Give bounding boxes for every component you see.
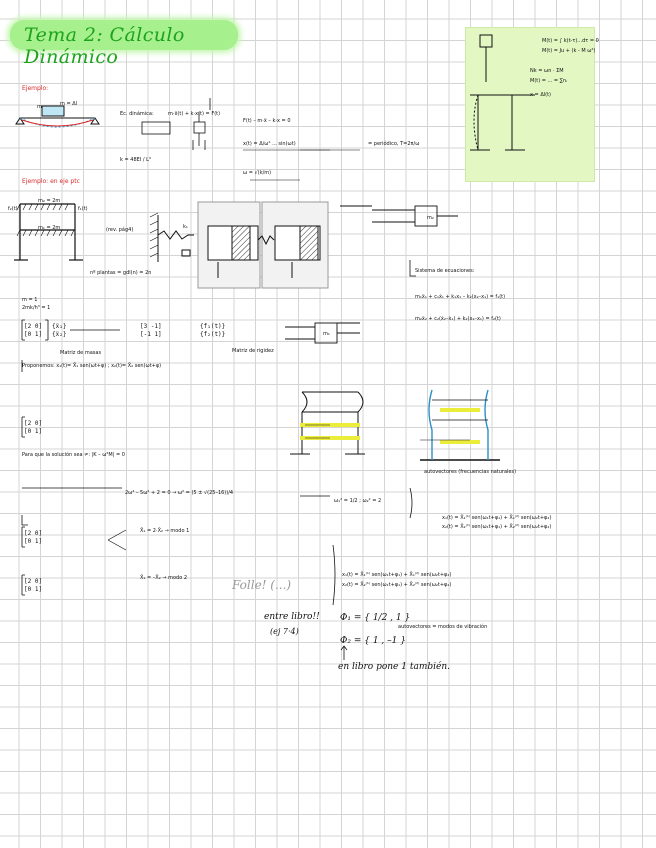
mode-shape-1: [290, 391, 365, 455]
omega-formula: ω = √(k/m): [243, 170, 272, 176]
stiffness-matrix: [3 -1] [-1 1]: [140, 323, 162, 338]
ejemplo-label: Ejemplo:: [22, 85, 49, 92]
mode2-matrix: [2 0] [0 1]: [24, 578, 43, 593]
general-solution-2: x₂(t) = X̄₂⁽¹⁾ sen(ω₁t+φ₁) + X̄₂⁽²⁾ sen(…: [342, 582, 452, 588]
modal-caption: autovectores (frecuencias naturales): [424, 469, 517, 475]
force-vector: {f₁(t)} {f₂(t)}: [200, 323, 226, 338]
phi1-vector: Φ₁ = { 1/2 , 1 }: [340, 613, 411, 623]
rigidez-note: nº plantas = gdl(n) = 2n: [90, 270, 152, 276]
spring-mass-chain: [149, 201, 329, 289]
det-condition: Para que la solución sea ≠: |K – ω²M| = …: [22, 452, 125, 458]
ej-note: (ej 7·4): [270, 627, 299, 636]
mass-matrix-label: Matriz de masas: [60, 350, 102, 356]
force-f2-right: f₁(t): [78, 206, 88, 212]
mass-m2: m₂ = 2m: [38, 198, 61, 204]
accel-vector: {ẍ₁} {ẍ₂}: [52, 323, 67, 338]
mass-spring-sketch: [141, 98, 211, 150]
page-title-highlight: Tema 2: Cálculo Dinámico: [10, 20, 238, 68]
m-note: m = 1: [22, 297, 38, 303]
general-solution-1: x₁(t) = X̄₁⁽¹⁾ sen(ω₁t+φ₁) + X̄₁⁽²⁾ sen(…: [342, 572, 452, 578]
forces-formula: F(t) – m·ẍ – k·x = 0: [243, 118, 291, 124]
note-line: M(t) = Ju + (k - M ω²): [542, 48, 596, 54]
ec-dinamica-label: Ec. dinámica:: [120, 111, 154, 117]
proponemos-note: Proponemos: x₁(t)= X̄₁ sen(ωt+φ) ; x₂(t)…: [22, 363, 162, 369]
ratio-note: 2mk/h³ = 1: [22, 305, 51, 311]
mass-note: m = Δl: [60, 101, 78, 107]
free-body-m1: [285, 322, 360, 344]
det-matrix: [2 0] [0 1]: [24, 420, 43, 435]
mode1-matrix: [2 0] [0 1]: [24, 530, 43, 545]
eigen-equation: 2ω⁴ – 5ω² + 2 = 0 → ω² = (5 ± √(25–16))/…: [125, 490, 234, 496]
mode-shapes-1: x₁(t) = X̄₁⁽¹⁾ sen(ω₁t+φ₁) + X̄₁⁽²⁾ sen(…: [442, 515, 552, 521]
block-m2-fbd: m₂: [427, 215, 434, 221]
ejemplo2-label: Ejemplo: en eje ptc: [22, 178, 80, 185]
stiffness-matrix-label: Matriz de rigidez: [232, 348, 274, 354]
sticky-note: M(t) = ∫ k(t-τ)...dτ = 0 M(t) = Ju + (k …: [465, 27, 599, 182]
note-line: M(t) = ... = ∑nᵢ: [530, 78, 568, 84]
mass-matrix: [2 0] [0 1]: [24, 323, 43, 338]
phi2-vector: Φ₂ = { 1 , –1 }: [340, 636, 406, 646]
note-frame-sketch: [470, 34, 535, 151]
frame-structure: [14, 203, 83, 261]
equation-2: m₂ẍ₂ + c₂(ẋ₂–ẋ₁) + k₂(x₂–x₁) = f₂(t): [415, 316, 501, 322]
note-line: Nk = ωn · ΣM: [530, 68, 564, 74]
pag-note: (rev. pág4): [106, 227, 134, 233]
result-note: = periódico, T=2π/ω: [368, 141, 420, 147]
entre-libro-note: entre libro!!: [264, 612, 320, 622]
force-f2: f₂(t): [8, 206, 18, 212]
mode-shape-2: [420, 389, 500, 461]
mode2-note: X̄₁ = –X̄₂ → modo 2: [140, 575, 188, 581]
mode1-note: X̄₁ = 2·X̄₂ → modo 1: [140, 528, 190, 534]
note-line: x = Δl(t): [530, 92, 551, 98]
beam-diagram: [15, 105, 100, 128]
ec-dinamica-formula: m·ẍ(t) + k·x(t) = F(t): [168, 111, 221, 117]
sistema-label: Sistema de ecuaciones:: [415, 268, 475, 274]
note-line: M(t) = ∫ k(t-τ)...dτ = 0: [542, 38, 599, 44]
page-title: Tema 2: Cálculo Dinámico: [24, 24, 185, 68]
solution-formula: x(t) = Δ/ω² ... sin(ωt): [243, 141, 296, 147]
block-m1-fbd: m₁: [323, 331, 330, 337]
stiffness-note: k = 48EI / L³: [120, 157, 151, 163]
free-body-m2: [340, 205, 458, 227]
spring-k1: k₁: [183, 224, 188, 230]
folle-note: Folle! (...): [232, 578, 292, 592]
mass-label: m: [37, 104, 42, 110]
omegas-result: ω₁² = 1/2 ; ω₂² = 2: [334, 498, 382, 504]
en-libro-note: en libro pone 1 también.: [338, 662, 450, 672]
mass-m1: m₁ = 2m: [38, 225, 61, 231]
equation-1: m₁ẍ₁ + c₁ẋ₁ + k₁x₁ – k₂(x₂–x₁) = f₁(t): [415, 294, 506, 300]
mode-shapes-2: x₂(t) = X̄₂⁽¹⁾ sen(ω₁t+φ₁) + X̄₂⁽²⁾ sen(…: [442, 524, 552, 530]
autovectores-note: autovectores = modos de vibración: [398, 624, 488, 630]
